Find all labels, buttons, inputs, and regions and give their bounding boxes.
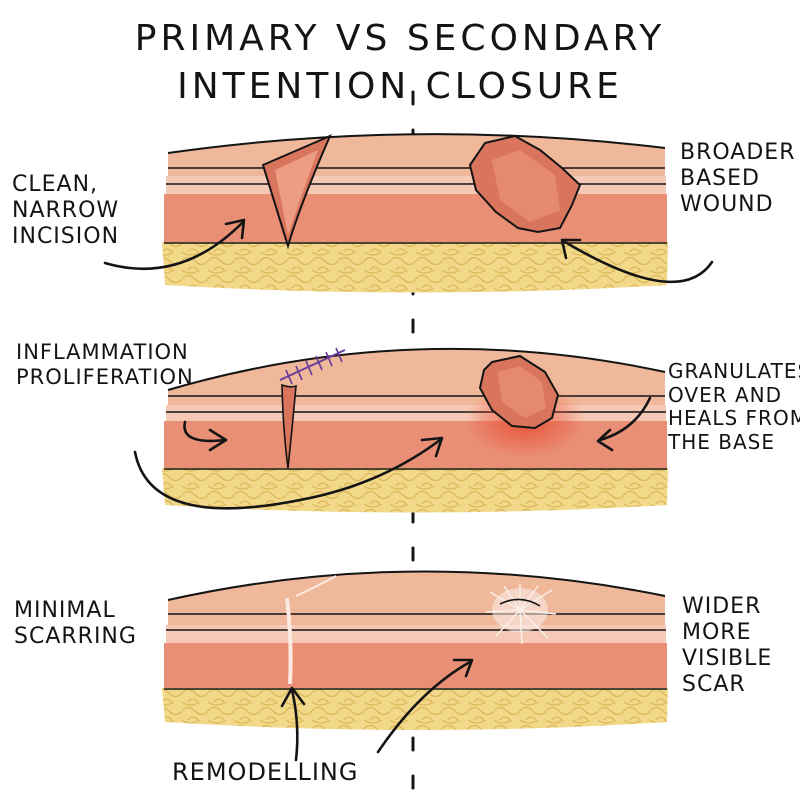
arrow-to-incision — [103, 218, 246, 270]
sutured-incision — [279, 347, 346, 469]
label-line: BASED — [680, 165, 760, 191]
label-line: BROADER — [680, 140, 796, 165]
label-line: MORE — [682, 619, 752, 645]
label-line: OVER AND — [668, 382, 783, 407]
label-line: WOUND — [680, 191, 774, 217]
label-wider-visible-scar: WIDER MORE VISIBLE SCAR — [682, 594, 772, 698]
label-clean-narrow-incision: CLEAN, NARROW INCISION — [12, 172, 119, 250]
label-line: VISIBLE — [682, 645, 773, 671]
arrow-to-granulation — [133, 436, 444, 510]
arrow-to-thin-scar — [280, 686, 306, 762]
page-title-line-2: INTENTION CLOSURE — [177, 66, 623, 107]
thin-scar — [285, 575, 337, 685]
arrow-to-wound — [560, 238, 714, 284]
label-line: CLEAN, — [12, 172, 99, 197]
label-line: MINIMAL — [14, 598, 116, 623]
label-line: NARROW — [12, 197, 120, 223]
label-broader-based-wound: BROADER BASED WOUND — [680, 140, 796, 218]
middle-skin-block — [162, 347, 668, 513]
label-remodelling: REMODELLING — [172, 758, 359, 786]
label-line: WIDER — [682, 594, 762, 619]
arrow-to-suture — [183, 420, 228, 452]
granulating-wound — [465, 354, 585, 458]
label-inflammation-proliferation: INFLAMMATION PROLIFERATION — [16, 340, 194, 390]
label-line: INFLAMMATION — [16, 340, 189, 364]
top-skin-block — [162, 133, 668, 293]
arrow-to-granulation-base — [596, 396, 652, 452]
label-line: SCARRING — [14, 623, 137, 649]
arrow-to-wide-scar — [376, 658, 474, 754]
broad-wound — [468, 134, 582, 234]
label-granulates-heals: GRANULATES OVER AND HEALS FROM THE BASE — [668, 359, 800, 454]
narrow-incision — [261, 134, 332, 250]
label-line: THE BASE — [668, 429, 775, 454]
page-title-line-1: PRIMARY VS SECONDARY — [134, 18, 666, 59]
label-line: GRANULATES — [668, 359, 800, 383]
label-line: PROLIFERATION — [16, 364, 194, 389]
label-minimal-scarring: MINIMAL SCARRING — [14, 598, 137, 650]
label-line: SCAR — [682, 671, 746, 697]
wide-scar — [485, 584, 557, 645]
label-line: HEALS FROM — [668, 406, 800, 431]
label-line: INCISION — [12, 223, 120, 249]
